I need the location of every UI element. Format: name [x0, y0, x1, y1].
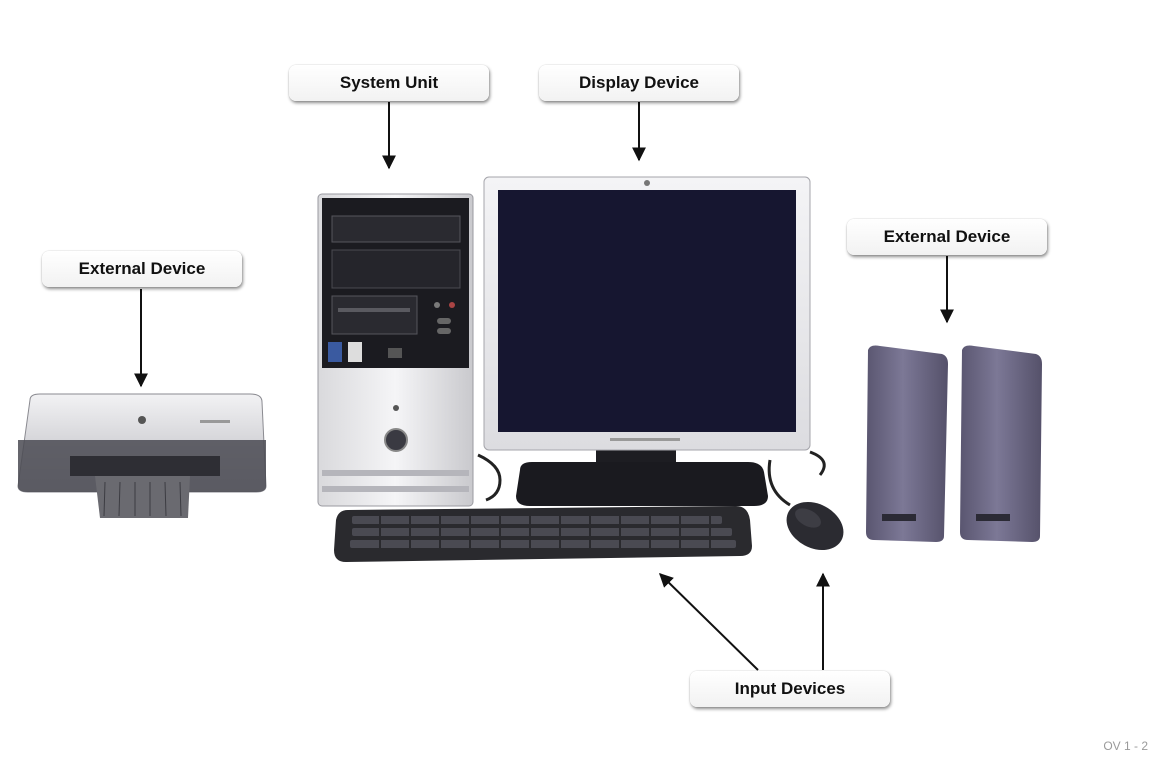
monitor-image — [483, 176, 811, 451]
system-unit-image — [317, 193, 474, 507]
monitor-stand-image — [516, 450, 768, 506]
label-system-unit: System Unit — [289, 65, 489, 101]
slide-number: OV 1 - 2 — [1103, 739, 1148, 753]
cables-image — [477, 450, 826, 507]
speakers-image — [866, 345, 1042, 542]
label-external-device-right: External Device — [847, 219, 1047, 255]
label-display-device: Display Device — [539, 65, 739, 101]
printer-image — [17, 393, 267, 518]
label-input-devices: Input Devices — [690, 671, 890, 707]
speaker-left-image — [866, 345, 948, 542]
speaker-right-image — [960, 345, 1042, 542]
arrow-input-keyboard — [658, 573, 759, 671]
label-external-device-left: External Device — [42, 251, 242, 287]
mouse-image — [786, 502, 844, 550]
arrows — [134, 102, 954, 671]
keyboard-image — [334, 506, 752, 562]
